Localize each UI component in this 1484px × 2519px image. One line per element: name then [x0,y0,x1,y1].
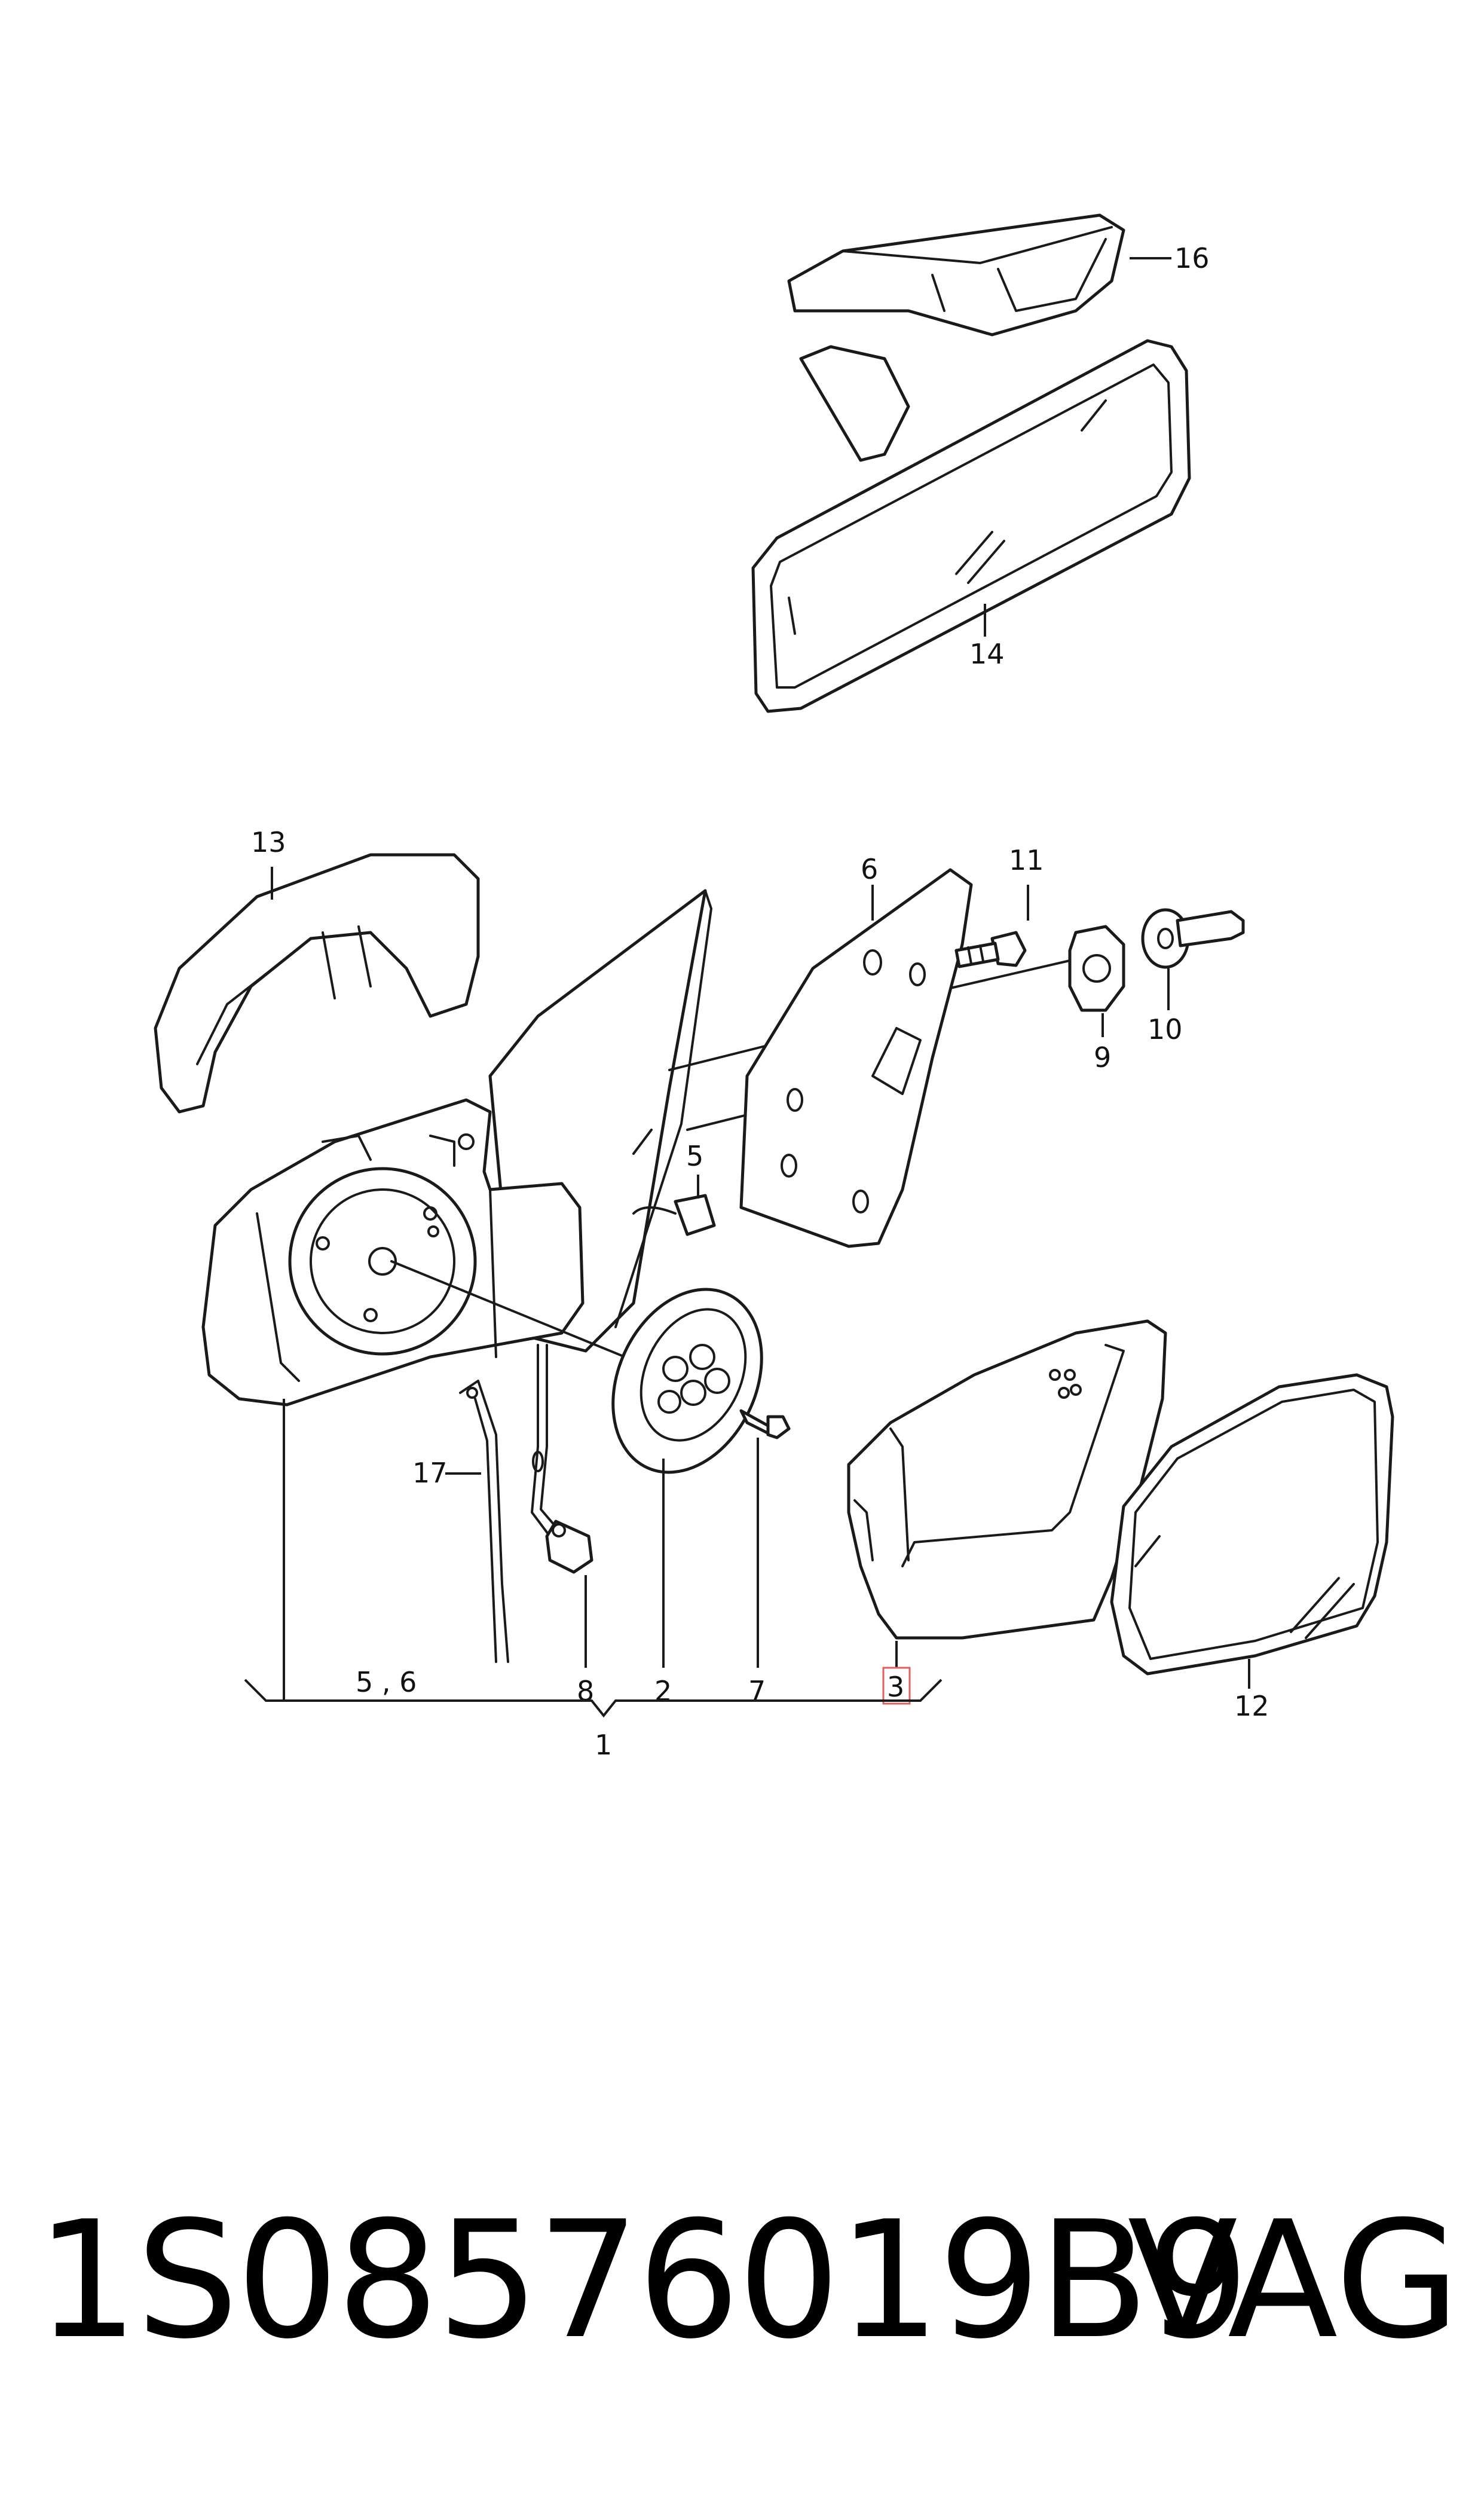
footer: 1S08576019B9 VAG [0,2200,1484,2439]
callout-12: 12 [1234,1690,1269,1722]
callout-17: 17 [412,1457,448,1489]
callout-10: 10 [1148,1013,1183,1045]
part-5-connector[interactable] [632,1194,716,1236]
callout-11: 11 [1009,844,1044,876]
part-3-mirror-holder[interactable] [847,1319,1167,1640]
callout-5-6: 5 , 6 [356,1666,417,1698]
callout-1: 1 [595,1729,612,1761]
callout-3: 3 [887,1671,904,1703]
part-1-mirror-housing[interactable] [201,1098,585,1407]
part-17-wiring-clip[interactable] [459,1380,509,1663]
assembly-bracket [244,1679,943,1718]
part-9-nut[interactable] [1068,925,1125,1012]
callout-16: 16 [1174,242,1210,274]
callout-3-highlight [882,1667,911,1705]
part-2-adjuster-motor[interactable] [585,1265,790,1496]
part-12-mirror-glass[interactable] [1110,1373,1394,1676]
callout-13: 13 [251,826,286,858]
parts-diagram: 16 14 13 [154,213,1394,1761]
callout-2: 2 [654,1675,672,1707]
callout-5: 5 [686,1140,703,1172]
part-16-mirror-cover[interactable] [787,213,1125,337]
part-14-interior-mirror[interactable] [751,339,1191,713]
callout-14: 14 [969,638,1005,670]
brand-name: VAG [1127,2186,1460,2374]
part-13-housing-cap[interactable] [154,853,480,1114]
part-6-mounting-plate[interactable] [739,868,973,1248]
callout-7: 7 [748,1675,766,1707]
part-10-washer-bolt[interactable] [1141,908,1245,969]
part-8-cable-connector[interactable] [531,1344,593,1574]
part-7-screw[interactable] [739,1409,791,1439]
part-11-screw[interactable] [954,931,1027,968]
callout-9: 9 [1094,1041,1111,1074]
part-number: 1S08576019B9 [36,2186,1249,2374]
callout-6: 6 [861,853,878,885]
